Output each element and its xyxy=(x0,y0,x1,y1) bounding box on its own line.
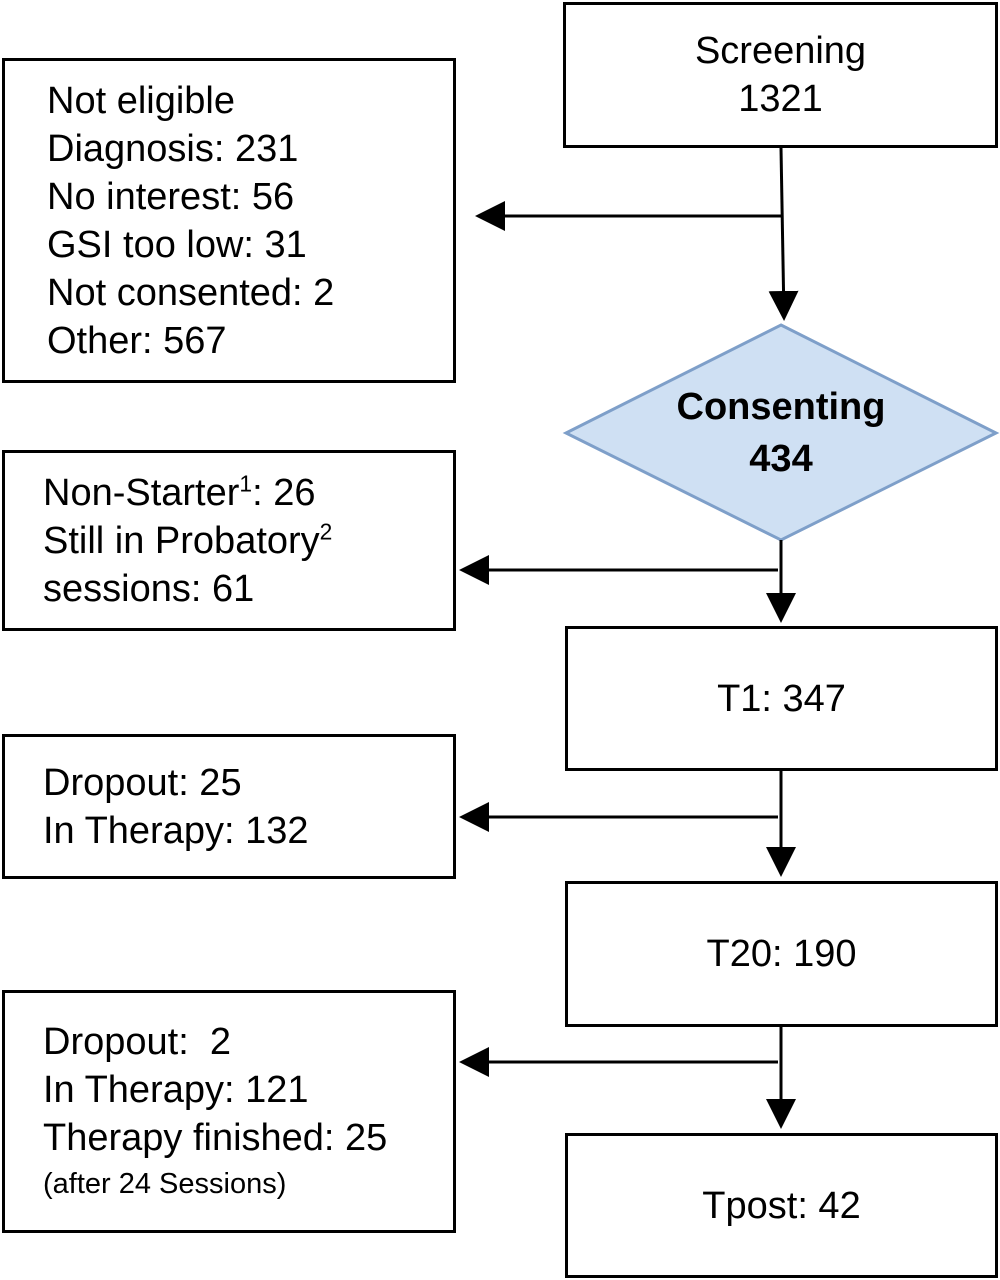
consenting-count: 434 xyxy=(749,437,813,480)
t1-box: T1: 347 xyxy=(565,626,998,771)
tpost-box: Tpost: 42 xyxy=(565,1133,998,1278)
nonstarter-count: : 26 xyxy=(252,471,316,514)
dropout-2-finished: Therapy finished: 25 xyxy=(43,1116,388,1159)
consenting-label: Consenting xyxy=(676,385,886,428)
dropout-2-dropout: Dropout: 2 xyxy=(43,1020,231,1063)
screening-label: Screening xyxy=(694,30,867,72)
dropout-1-box: Dropout: 25 In Therapy: 132 xyxy=(2,734,456,879)
nonstarter-line: Non-Starter1: 26 xyxy=(43,469,315,517)
not-eligible-title: Not eligible xyxy=(47,79,235,122)
t20-label: T20: 190 xyxy=(706,933,857,975)
dropout-1-in-therapy: In Therapy: 132 xyxy=(43,809,309,852)
nonstarter-label: Non-Starter xyxy=(43,471,240,514)
screening-count: 1321 xyxy=(738,78,823,120)
tpost-label: Tpost: 42 xyxy=(702,1184,861,1227)
not-eligible-diagnosis: Diagnosis: 231 xyxy=(47,127,299,170)
dropout-2-in-therapy: In Therapy: 121 xyxy=(43,1068,309,1111)
not-eligible-gsi: GSI too low: 31 xyxy=(47,223,307,266)
footnote-1: 1 xyxy=(239,469,253,496)
not-eligible-box: Not eligible Diagnosis: 231 No interest:… xyxy=(2,58,456,383)
consenting-text: Consenting 434 xyxy=(566,325,996,540)
footnote-2: 2 xyxy=(319,517,333,544)
dropout-1-dropout: Dropout: 25 xyxy=(43,761,242,804)
not-eligible-not-consented: Not consented: 2 xyxy=(47,271,335,314)
probatory-label: Still in Probatory xyxy=(43,519,320,562)
not-eligible-no-interest: No interest: 56 xyxy=(47,175,295,218)
t20-box: T20: 190 xyxy=(565,881,998,1027)
t1-label: T1: 347 xyxy=(717,677,846,720)
screening-box: Screening 1321 xyxy=(563,2,998,148)
dropout-2-box: Dropout: 2 In Therapy: 121 Therapy finis… xyxy=(2,990,456,1233)
arrow-screening-to-consenting xyxy=(768,147,799,321)
not-eligible-other: Other: 567 xyxy=(47,319,227,362)
probatory-line: Still in Probatory2 xyxy=(43,517,332,565)
dropout-2-note: (after 24 Sessions) xyxy=(43,1167,287,1200)
sessions-line: sessions: 61 xyxy=(43,567,255,610)
nonstarter-box: Non-Starter1: 26 Still in Probatory2 ses… xyxy=(2,450,456,631)
